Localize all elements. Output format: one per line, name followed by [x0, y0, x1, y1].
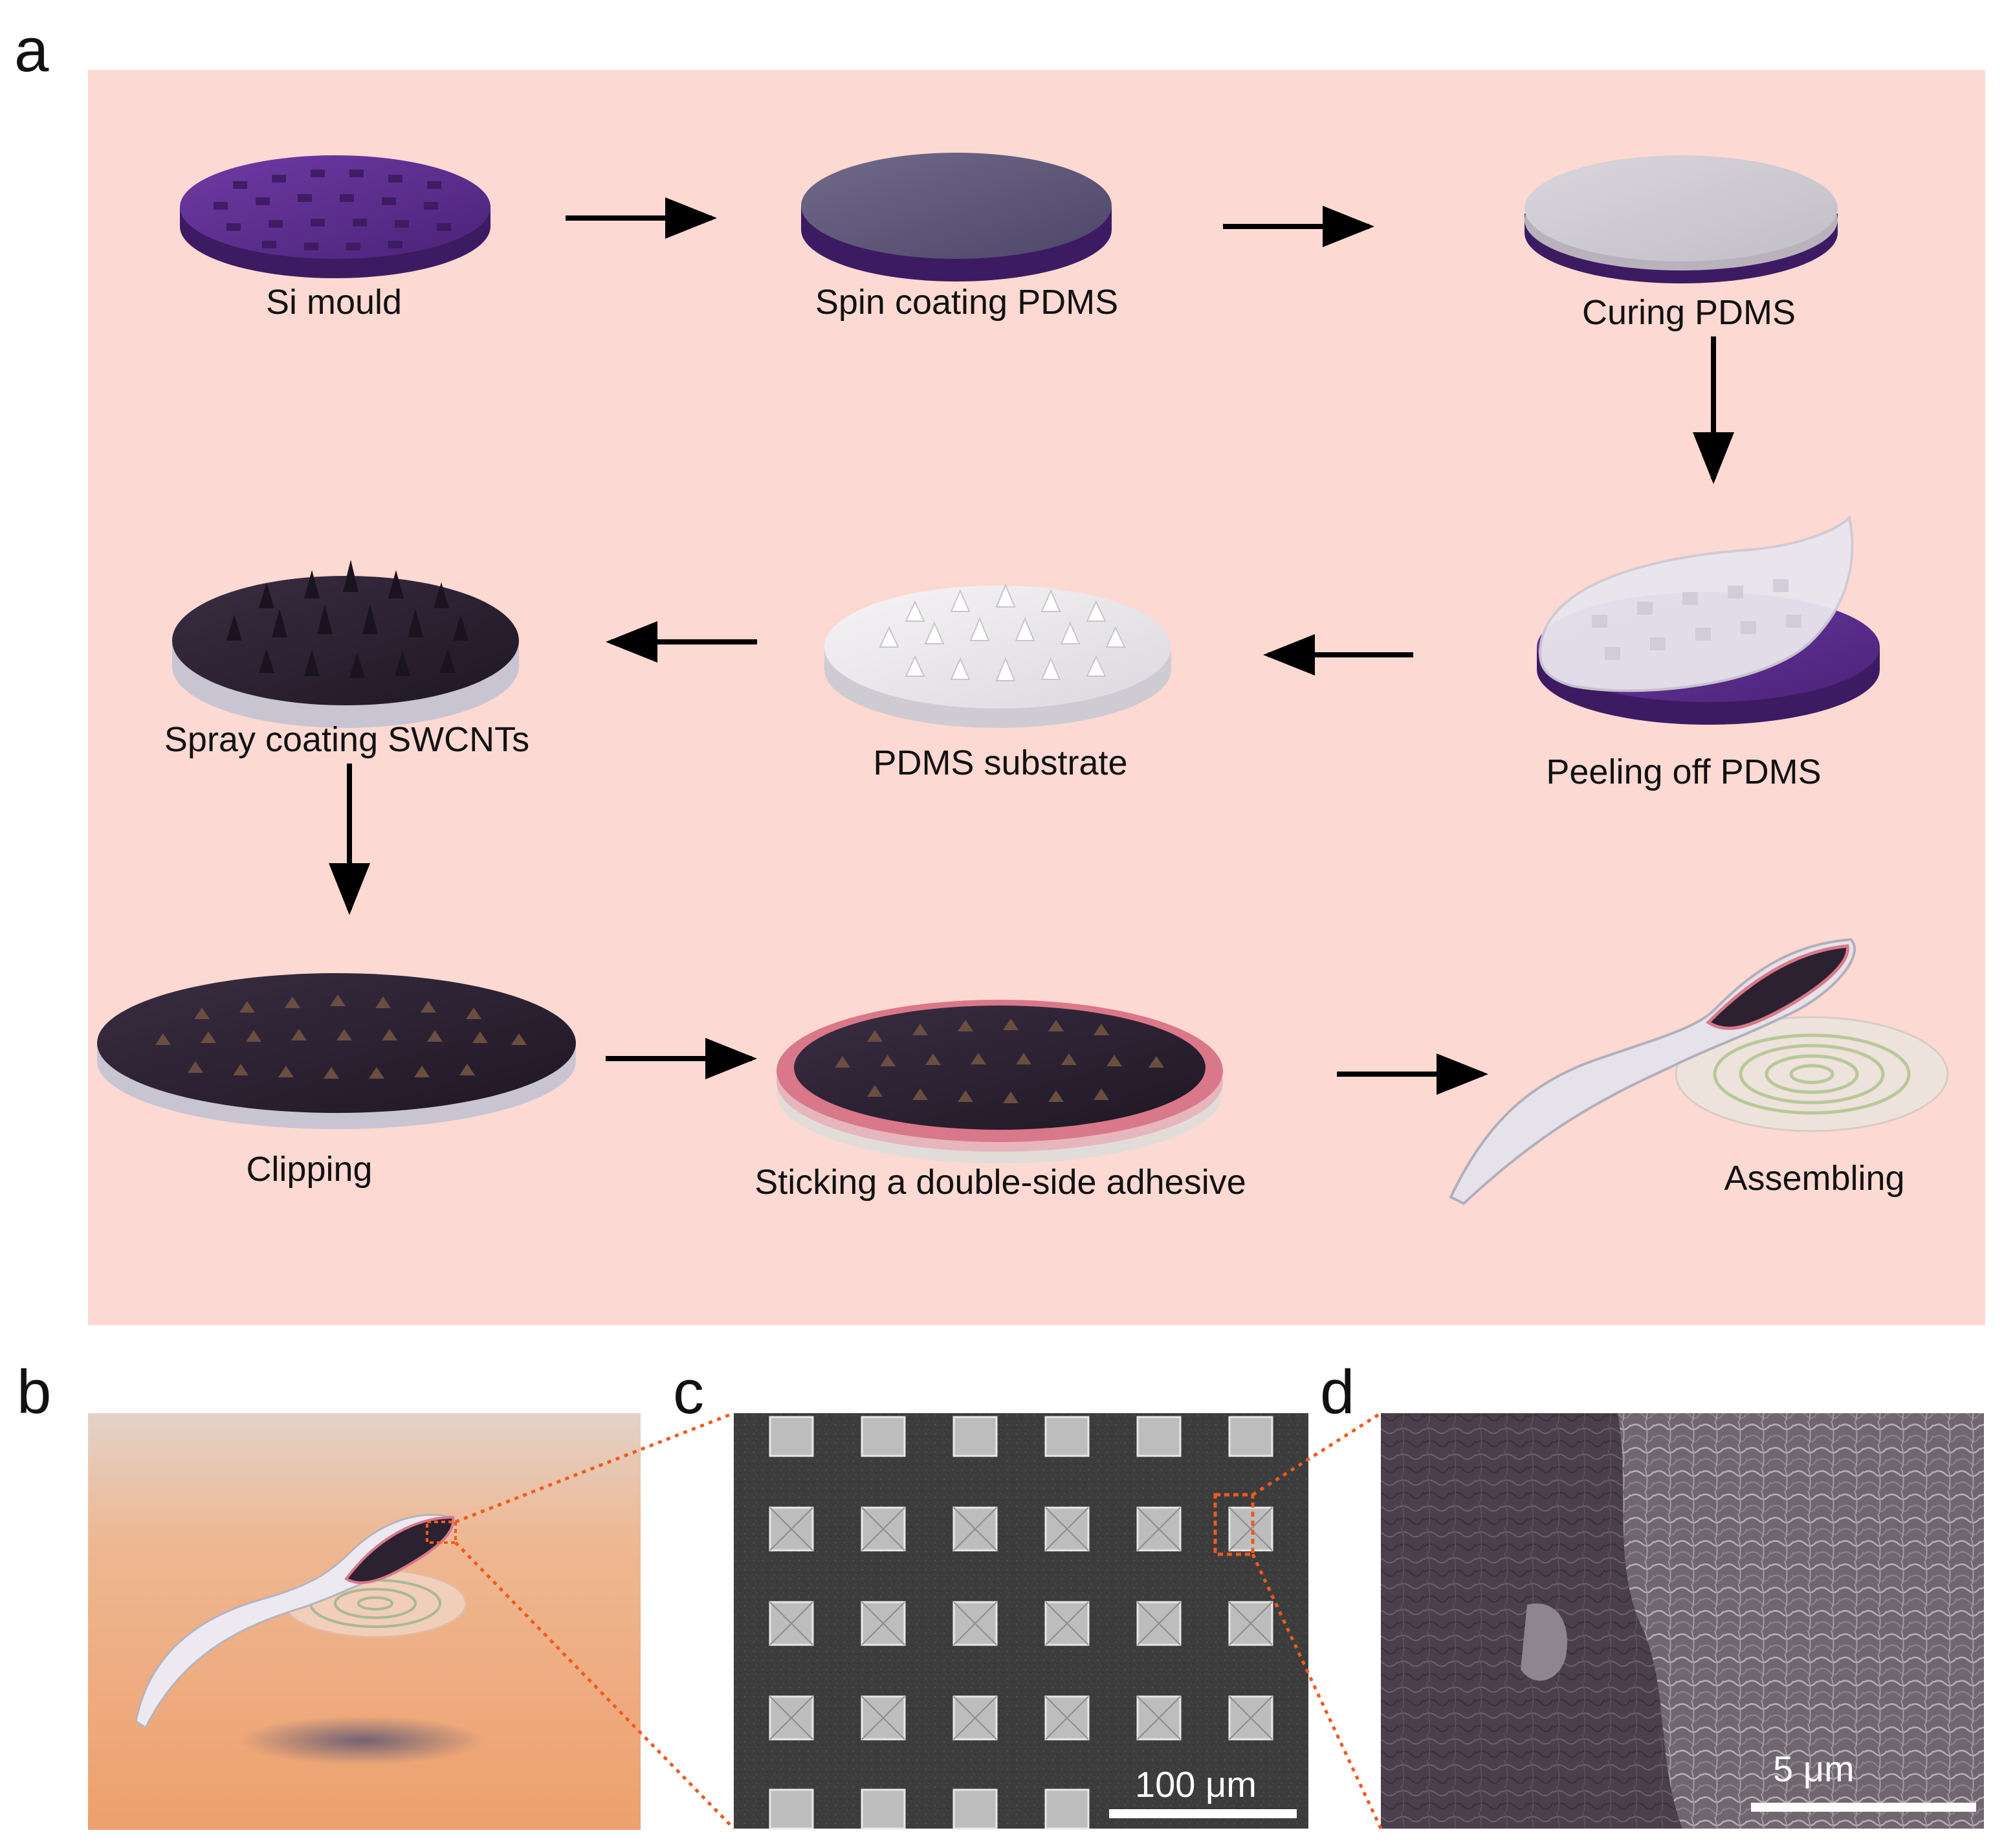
adhesive-disk: [776, 1000, 1223, 1163]
assembled-device: [1449, 938, 1949, 1205]
cured-pdms-disk: [1525, 155, 1838, 283]
si-mould-disk: [180, 155, 490, 278]
label-curing: Curing PDMS: [1581, 293, 1796, 332]
label-spin-coating: Spin coating PDMS: [815, 283, 1119, 322]
panel-b-render: [88, 1413, 641, 1830]
peeling-disk: [1537, 514, 1880, 725]
scalebar-c: [1109, 1809, 1297, 1818]
swcnt-coated-disk: [172, 560, 519, 728]
panel-label-b: b: [17, 1358, 52, 1427]
scalebar-label-c: 100 μm: [1135, 1764, 1257, 1805]
sem-pyramid-grid: [769, 1416, 1273, 1830]
label-sticking: Sticking a double-side adhesive: [754, 1163, 1246, 1202]
panel-label-a: a: [14, 16, 49, 85]
panel-label-c: c: [673, 1358, 704, 1427]
clipped-disk: [97, 973, 576, 1129]
label-spray-coating: Spray coating SWCNTs: [164, 720, 530, 759]
zoom-connectors: [454, 1411, 1383, 1830]
label-clipping: Clipping: [246, 1150, 373, 1189]
spin-coated-disk: [801, 153, 1112, 281]
label-pdms-substrate: PDMS substrate: [873, 743, 1128, 782]
panel-label-d: d: [1320, 1358, 1355, 1427]
label-peeling: Peeling off PDMS: [1546, 753, 1822, 791]
pdms-substrate-disk: [824, 583, 1171, 728]
zoom-box-c: [1213, 1493, 1255, 1556]
scalebar-d: [1751, 1803, 1976, 1812]
label-assembling: Assembling: [1724, 1159, 1905, 1198]
panel-d-sem: [1381, 1413, 1984, 1829]
label-si-mould: Si mould: [265, 283, 402, 322]
panel-c-sem: [734, 1413, 1308, 1830]
scalebar-label-d: 5 μm: [1773, 1748, 1855, 1789]
